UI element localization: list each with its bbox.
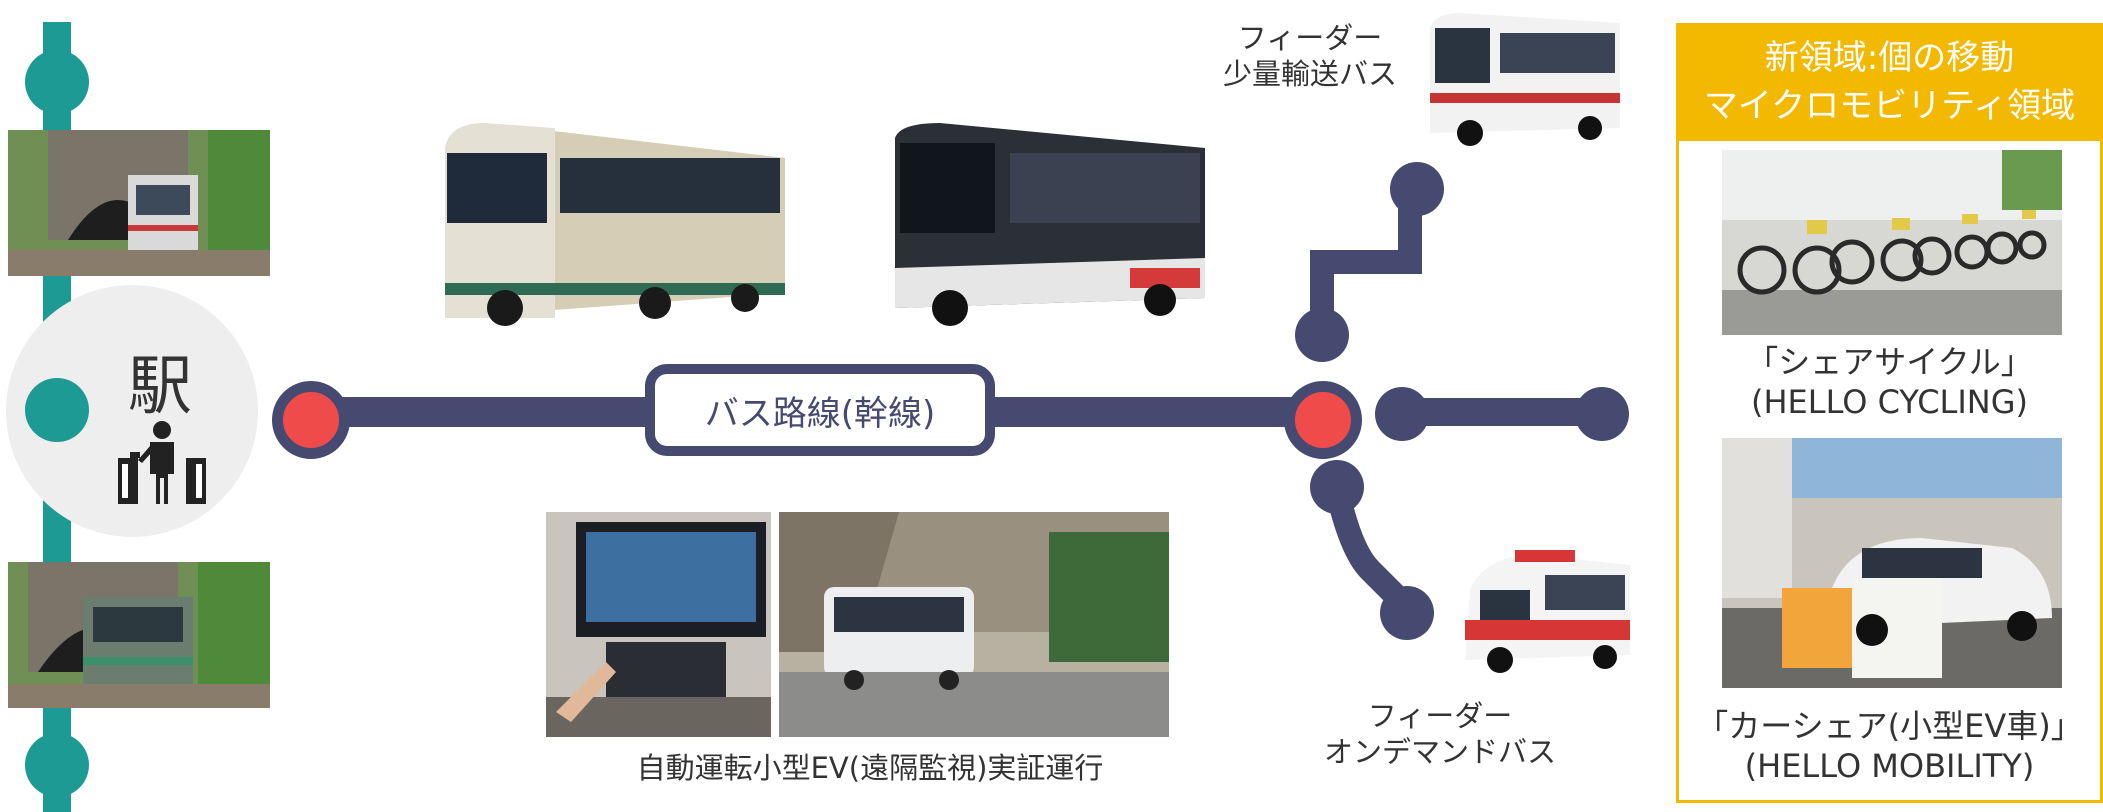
rail-stop-dot — [25, 733, 89, 797]
feeder-branch-node — [1380, 586, 1434, 640]
panel-header-line1: 新領域:個の移動 — [1764, 38, 2015, 78]
car-share-caption: 「カーシェア(小型EV車)」 (HELLO MOBILITY) — [1676, 706, 2103, 786]
remote-monitoring-photo — [546, 512, 771, 737]
panel-header-line2: マイクロモビリティ領域 — [1703, 86, 2076, 126]
station-rail-dot — [25, 378, 89, 442]
ticket-gate-icon — [116, 420, 208, 506]
feeder-small-bus-line2: 少量輸送バス — [1222, 57, 1397, 92]
feeder-on-demand-line2: オンデマンドバス — [1323, 735, 1556, 770]
feeder-small-bus-line1: フィーダー — [1237, 21, 1383, 55]
feeder-branch-node — [1390, 162, 1444, 216]
feeder-branch-node — [1310, 460, 1364, 514]
feeder-on-demand-line1: フィーダー — [1367, 699, 1513, 733]
share-cycle-line1: 「シェアサイクル」 — [1746, 343, 2033, 381]
micro-mobility-header: 新領域:個の移動 マイクロモビリティ領域 — [1676, 23, 2103, 141]
autonomous-ev-caption: 自動運転小型EV(遠隔監視)実証運行 — [636, 751, 1104, 785]
trunk-route-label: バス路線(幹線) — [645, 364, 995, 456]
car-share-photo — [1722, 438, 2062, 688]
feeder-on-demand-caption: フィーダー オンデマンドバス — [1305, 698, 1575, 771]
rail-stop-dot — [25, 50, 89, 114]
car-share-line2: (HELLO MOBILITY) — [1744, 747, 2035, 785]
share-cycle-line2: (HELLO CYCLING) — [1750, 383, 2029, 421]
articulated-bus-image — [425, 118, 787, 328]
autonomous-ev-photo — [779, 512, 1169, 737]
share-cycle-caption: 「シェアサイクル」 (HELLO CYCLING) — [1676, 342, 2103, 422]
train-tunnel-photo-bottom — [8, 562, 270, 708]
trunk-route-start-node — [272, 381, 350, 459]
trunk-route-hub-node — [1284, 381, 1362, 459]
fuel-cell-bus-image — [880, 118, 1210, 328]
small-bus-image — [1420, 8, 1625, 148]
on-demand-van-image — [1455, 545, 1640, 675]
station-label: 駅 — [128, 350, 192, 424]
car-share-line1: 「カーシェア(小型EV車)」 — [1696, 707, 2083, 745]
train-tunnel-photo-top — [8, 130, 270, 276]
feeder-branch-node — [1575, 387, 1629, 441]
share-cycle-photo — [1722, 150, 2062, 335]
feeder-small-bus-caption: フィーダー 少量輸送バス — [1200, 20, 1420, 93]
feeder-branch-line — [1400, 398, 1600, 426]
